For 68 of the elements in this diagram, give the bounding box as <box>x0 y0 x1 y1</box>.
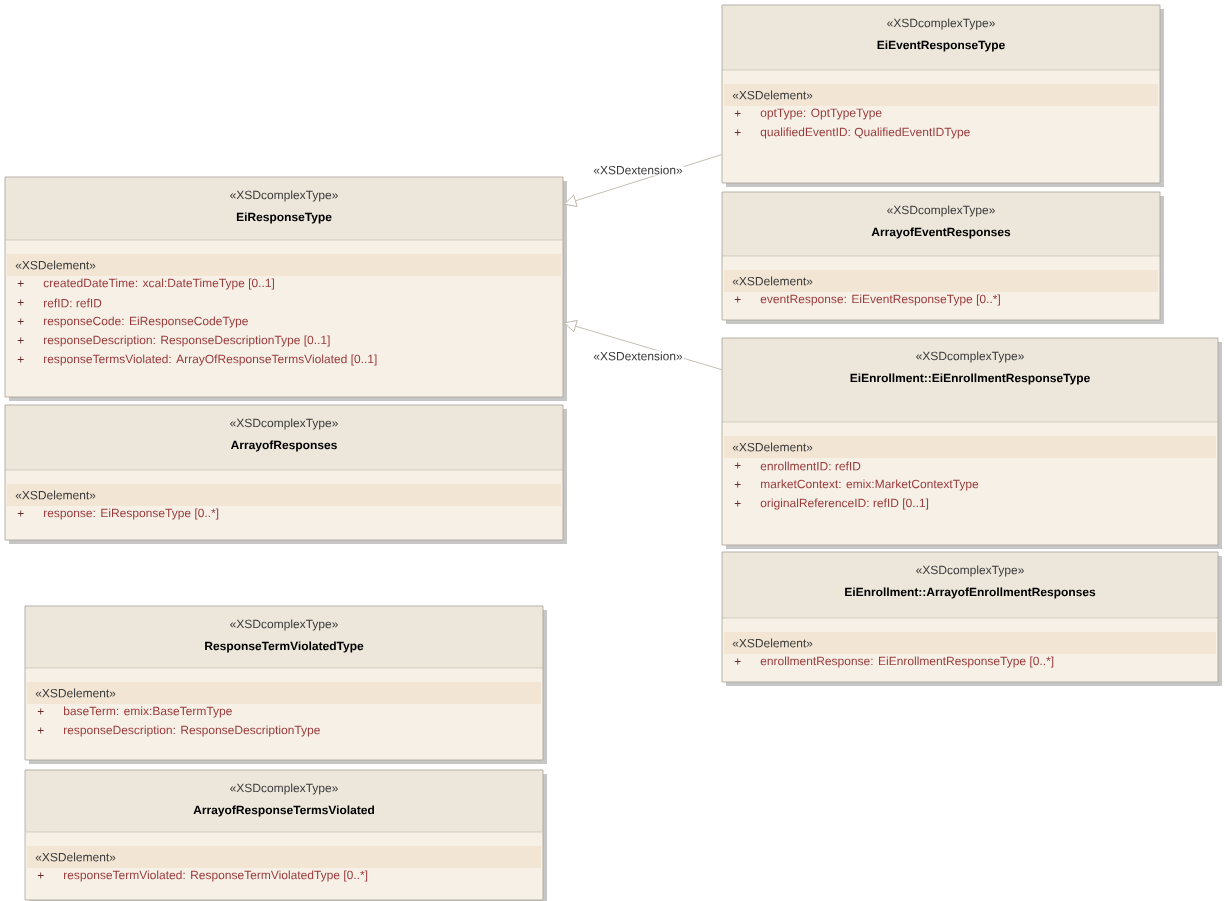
attribute-text: optType: OptTypeType <box>760 108 882 120</box>
stereotype-label: «XSDelement» <box>732 90 813 100</box>
visibility-mark: + <box>17 318 24 325</box>
attribute-text: baseTerm: emix:BaseTermType <box>64 706 232 718</box>
stereotype-label: «XSDcomplexType» <box>230 190 338 202</box>
attribute-text: responseTermsViolated: ArrayOfResponseTermsViolated [0..1] <box>44 354 377 366</box>
stereotype-label: «XSDcomplexType» <box>916 565 1024 577</box>
class-name: EiEnrollment::EiEnrollmentResponseType <box>850 373 1090 385</box>
visibility-mark: + <box>734 481 741 488</box>
visibility-mark: + <box>37 708 44 715</box>
visibility-mark: + <box>37 727 44 734</box>
stereotype-label: «XSDcomplexType» <box>230 418 338 430</box>
stereotype-label: «XSDelement» <box>35 852 116 862</box>
stereotype-label: «XSDelement» <box>35 688 116 698</box>
generalization-arrow <box>563 154 722 207</box>
visibility-mark: + <box>734 110 741 117</box>
class-box <box>721 191 1164 324</box>
visibility-mark: + <box>17 510 24 517</box>
edge-label: «XSDextension» <box>592 350 684 362</box>
class-box <box>24 769 547 901</box>
visibility-mark: + <box>734 296 741 303</box>
stereotype-label: «XSDelement» <box>15 260 96 270</box>
attribute-text: enrollmentResponse: EiEnrollmentResponseType [0..*] <box>760 656 1054 668</box>
edge-label: «XSDextension» <box>592 164 684 176</box>
attribute-text: responseDescription: ResponseDescriptionType [0..1] <box>44 335 330 347</box>
class-name: EiEventResponseType <box>877 40 1005 52</box>
visibility-mark: + <box>17 280 24 287</box>
attribute-text: eventResponse: EiEventResponseType [0..*] <box>760 294 1000 306</box>
attribute-text: enrollmentID: refID <box>760 461 861 471</box>
class-name: ArrayofResponseTermsViolated <box>193 805 374 817</box>
stereotype-label: «XSDelement» <box>732 276 813 286</box>
visibility-mark: + <box>37 872 44 879</box>
visibility-mark: + <box>734 658 741 665</box>
class-box <box>721 551 1222 686</box>
stereotype-label: «XSDcomplexType» <box>887 18 995 30</box>
attribute-text: qualifiedEventID: QualifiedEventIDType <box>760 127 970 139</box>
class-name: ResponseTermViolatedType <box>205 641 364 653</box>
class-box <box>721 4 1164 187</box>
generalization-arrow <box>563 320 722 370</box>
class-box <box>24 605 547 764</box>
attribute-text: createdDateTime: xcal:DateTimeType [0..1] <box>43 278 274 290</box>
visibility-mark: + <box>17 299 24 306</box>
class-box <box>4 176 567 401</box>
attribute-text: responseCode: EiResponseCodeType <box>44 316 248 328</box>
class-box <box>4 404 567 544</box>
class-name: ArrayofEventResponses <box>871 227 1011 239</box>
stereotype-label: «XSDelement» <box>732 442 813 452</box>
visibility-mark: + <box>734 129 741 136</box>
visibility-mark: + <box>734 500 741 507</box>
attribute-text: marketContext: emix:MarketContextType <box>761 479 979 491</box>
stereotype-label: «XSDcomplexType» <box>887 205 995 217</box>
class-name: EiResponseType <box>236 212 332 224</box>
visibility-mark: + <box>734 462 741 469</box>
stereotype-label: «XSDelement» <box>15 490 96 500</box>
attribute-text: responseTermViolated: ResponseTermViolatedType [0..*] <box>64 870 368 882</box>
stereotype-label: «XSDcomplexType» <box>230 619 338 631</box>
stereotype-label: «XSDcomplexType» <box>916 351 1024 363</box>
attribute-text: originalReferenceID: refID [0..1] <box>760 498 929 510</box>
visibility-mark: + <box>17 337 24 344</box>
attribute-text: responseDescription: ResponseDescriptionType <box>64 725 320 737</box>
attribute-text: response: EiResponseType [0..*] <box>44 508 219 520</box>
class-name: ArrayofResponses <box>230 440 337 452</box>
class-box <box>721 337 1222 549</box>
class-name: EiEnrollment::ArrayofEnrollmentResponses <box>845 587 1096 599</box>
attribute-text: refID: refID <box>44 298 102 308</box>
visibility-mark: + <box>17 356 24 363</box>
stereotype-label: «XSDelement» <box>732 638 813 648</box>
stereotype-label: «XSDcomplexType» <box>230 783 338 795</box>
